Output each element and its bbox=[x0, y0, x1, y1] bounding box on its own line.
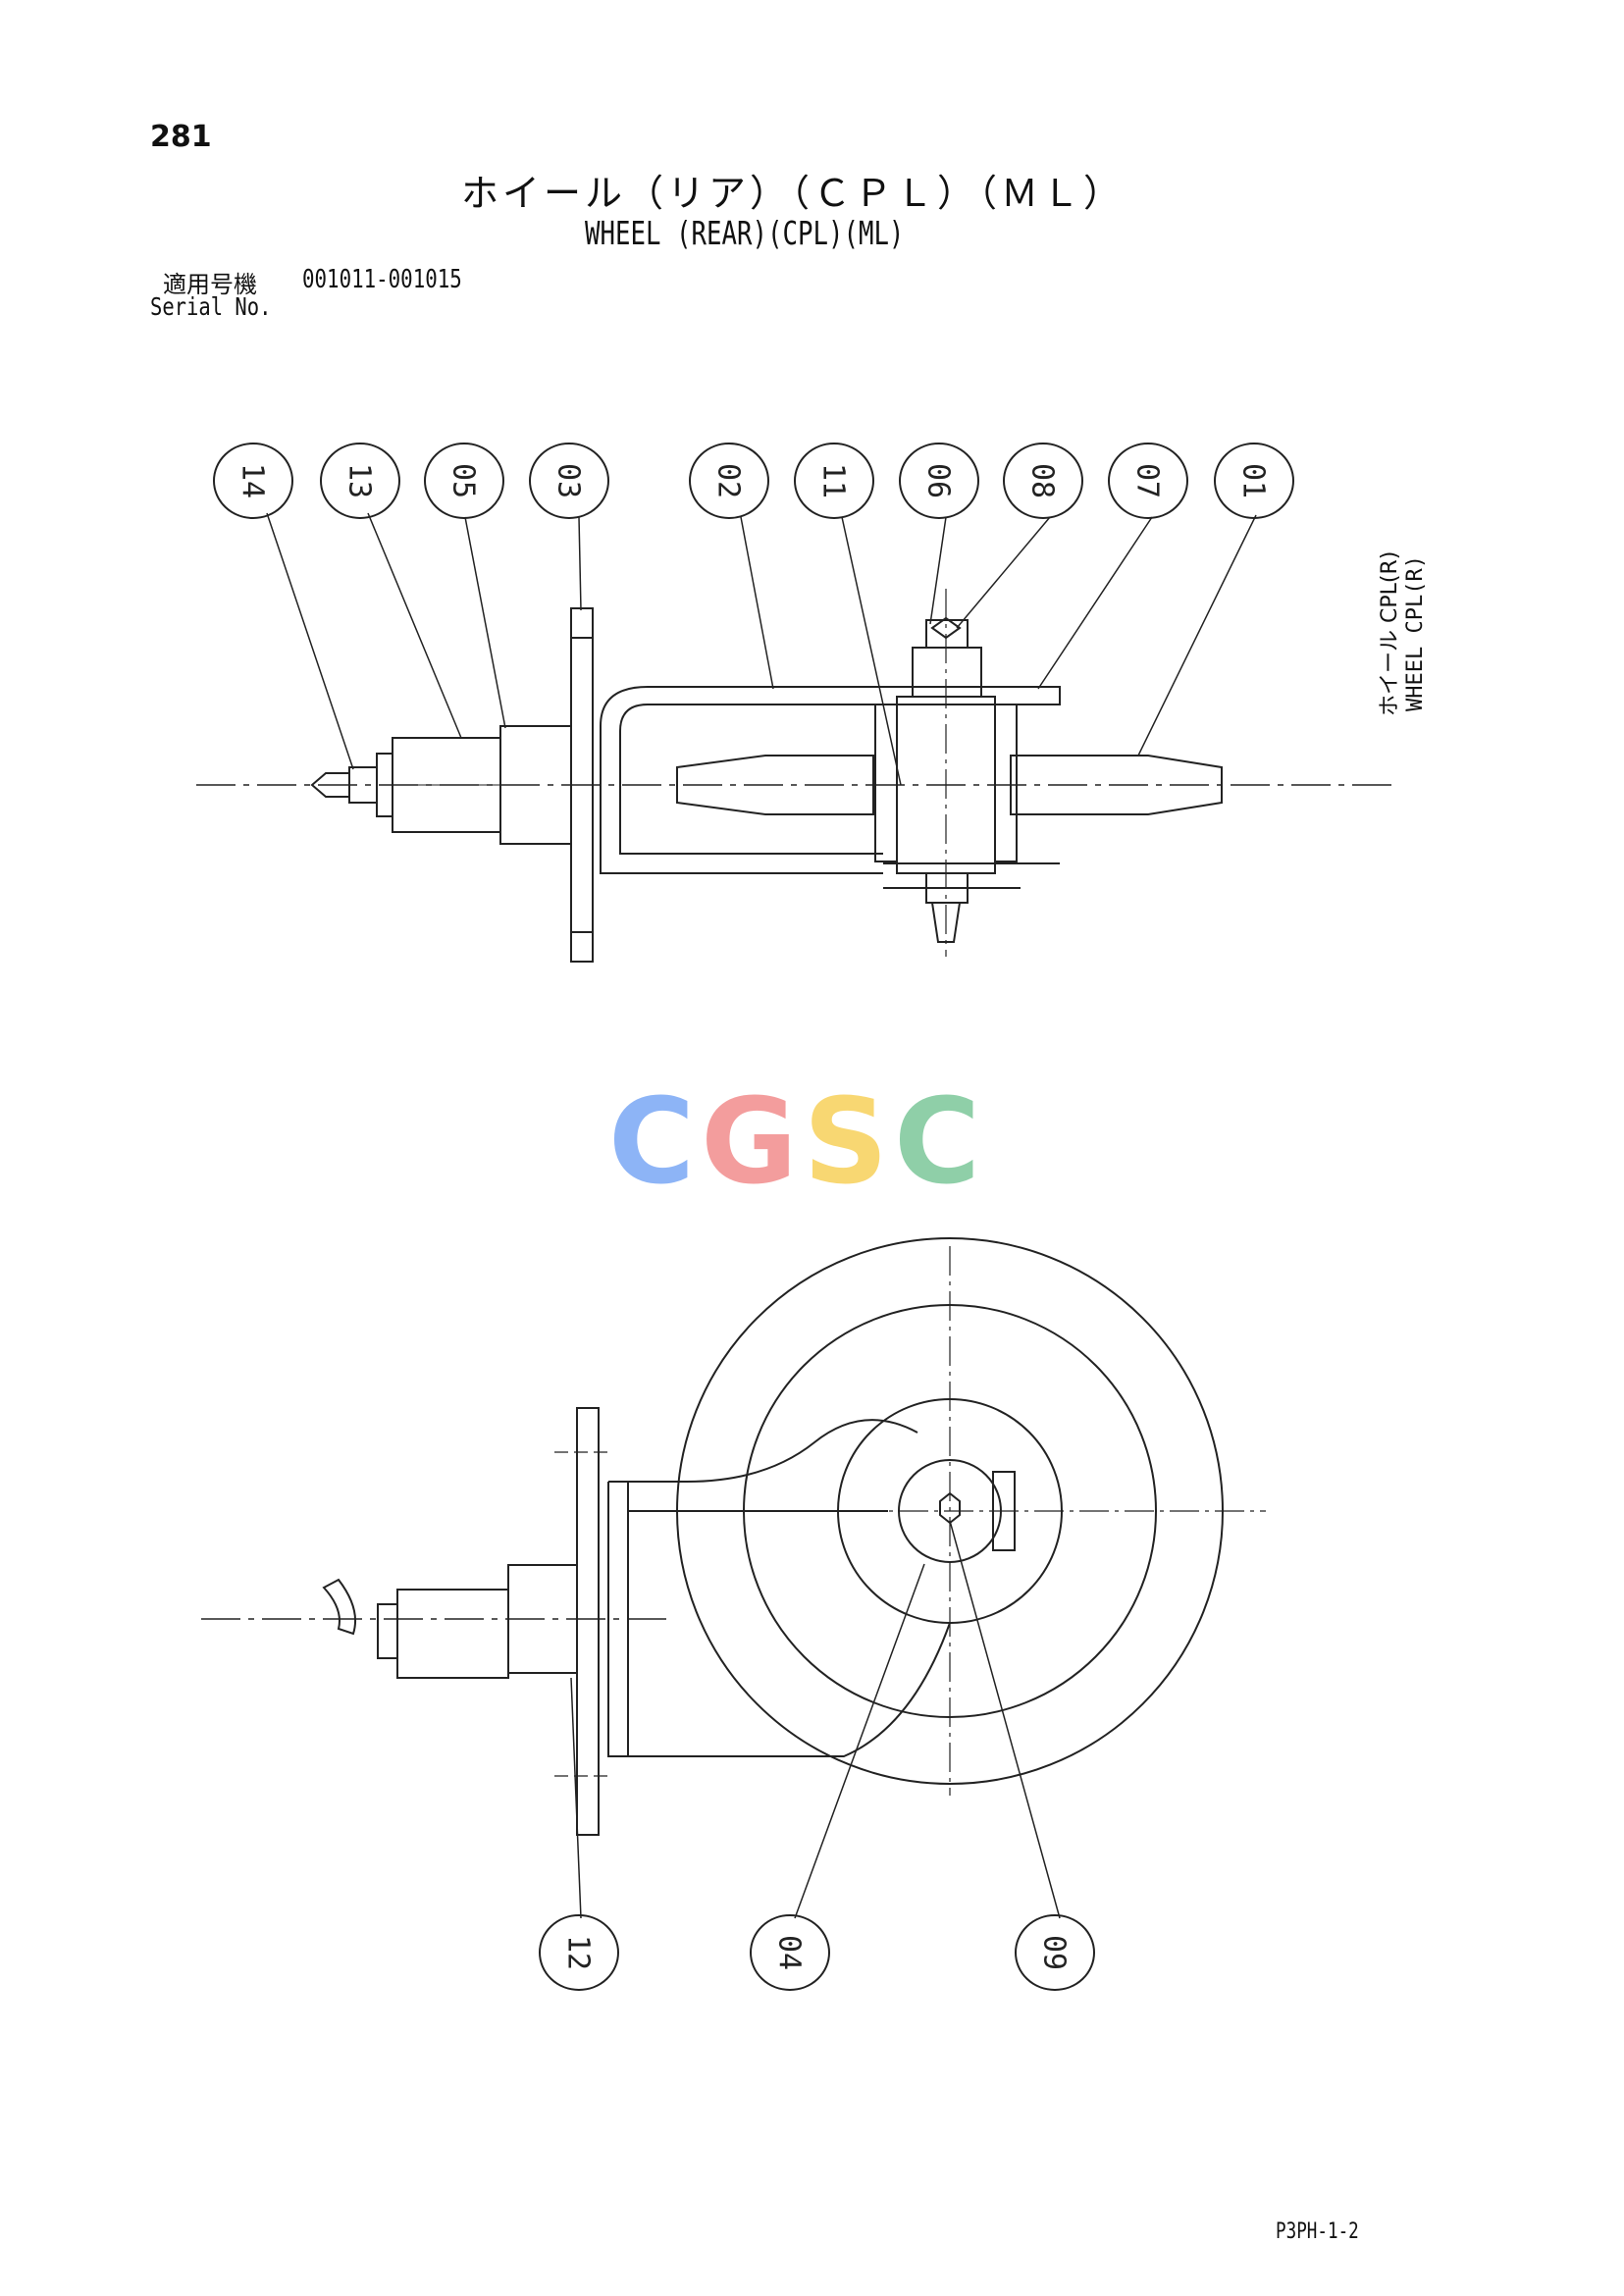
callout-08: 08 bbox=[1003, 443, 1083, 519]
title-japanese: ホイール（リア）（ＣＰＬ）（ＭＬ） bbox=[461, 172, 1126, 215]
callout-01: 01 bbox=[1214, 443, 1294, 519]
callout-04: 04 bbox=[750, 1914, 830, 1991]
callout-05: 05 bbox=[424, 443, 504, 519]
lower-nipple bbox=[930, 902, 962, 943]
callout-label: 07 bbox=[1130, 463, 1165, 498]
document-code: P3PH-1-2 bbox=[1276, 2219, 1359, 2244]
swivel-housing bbox=[396, 1589, 509, 1679]
callout-label: 02 bbox=[711, 463, 746, 498]
watermark-logo: CGSC bbox=[608, 1074, 986, 1211]
callouts-top: 14 13 05 03 02 11 06 08 07 01 bbox=[213, 443, 1294, 519]
callout-label: 03 bbox=[551, 463, 586, 498]
callout-12: 12 bbox=[539, 1914, 619, 1991]
angled-nipple bbox=[322, 1578, 357, 1636]
callout-09: 09 bbox=[1015, 1914, 1095, 1991]
callout-11: 11 bbox=[794, 443, 874, 519]
fork-body-lower bbox=[607, 1482, 951, 1757]
top-view-assembly bbox=[196, 589, 1393, 963]
watermark-letter: S bbox=[803, 1074, 895, 1211]
nut-06 bbox=[930, 616, 962, 640]
serial-label-english: Serial No. bbox=[150, 292, 272, 321]
axle-right bbox=[1010, 755, 1223, 815]
callout-label: 04 bbox=[772, 1935, 807, 1970]
fork-02-lower bbox=[600, 726, 883, 874]
watermark-letter: C bbox=[608, 1074, 702, 1211]
callout-14: 14 bbox=[213, 443, 293, 519]
callout-label: 13 bbox=[342, 463, 377, 498]
watermark-letter: G bbox=[701, 1074, 804, 1211]
callout-02: 02 bbox=[689, 443, 769, 519]
callout-06: 06 bbox=[899, 443, 979, 519]
hub-plate-left bbox=[874, 704, 898, 862]
callout-label: 08 bbox=[1025, 463, 1060, 498]
bolt-cap bbox=[925, 619, 969, 649]
bolt-head bbox=[912, 647, 982, 698]
hub-plate-right bbox=[994, 704, 1018, 862]
callout-label: 11 bbox=[816, 463, 851, 498]
callout-03: 03 bbox=[529, 443, 609, 519]
swivel-fitting bbox=[377, 1603, 398, 1659]
callouts-bottom: 12 04 09 bbox=[539, 1914, 1095, 1991]
callout-label: 12 bbox=[561, 1935, 596, 1970]
serial-label-japanese: 適用号機 bbox=[163, 271, 257, 298]
fork-body-upper bbox=[608, 1419, 918, 1483]
plate-03 bbox=[570, 607, 594, 963]
callout-label: 09 bbox=[1037, 1935, 1072, 1970]
leader-lines bbox=[266, 512, 1257, 1919]
axle-left bbox=[676, 755, 874, 815]
callout-label: 05 bbox=[446, 463, 481, 498]
callout-label: 06 bbox=[921, 463, 956, 498]
fork-02-upper bbox=[600, 686, 1061, 855]
callout-07: 07 bbox=[1108, 443, 1188, 519]
page-number: 281 bbox=[150, 120, 212, 154]
callout-label: 01 bbox=[1236, 463, 1271, 498]
serial-range: 001011-001015 bbox=[302, 265, 462, 294]
title-english: WHEEL (REAR)(CPL)(ML) bbox=[585, 214, 905, 252]
callout-label: 14 bbox=[236, 463, 270, 498]
watermark-letter: C bbox=[894, 1074, 987, 1211]
mounting-plate-12 bbox=[576, 1407, 600, 1836]
callout-13: 13 bbox=[320, 443, 400, 519]
side-view-assembly bbox=[201, 1237, 1266, 1836]
